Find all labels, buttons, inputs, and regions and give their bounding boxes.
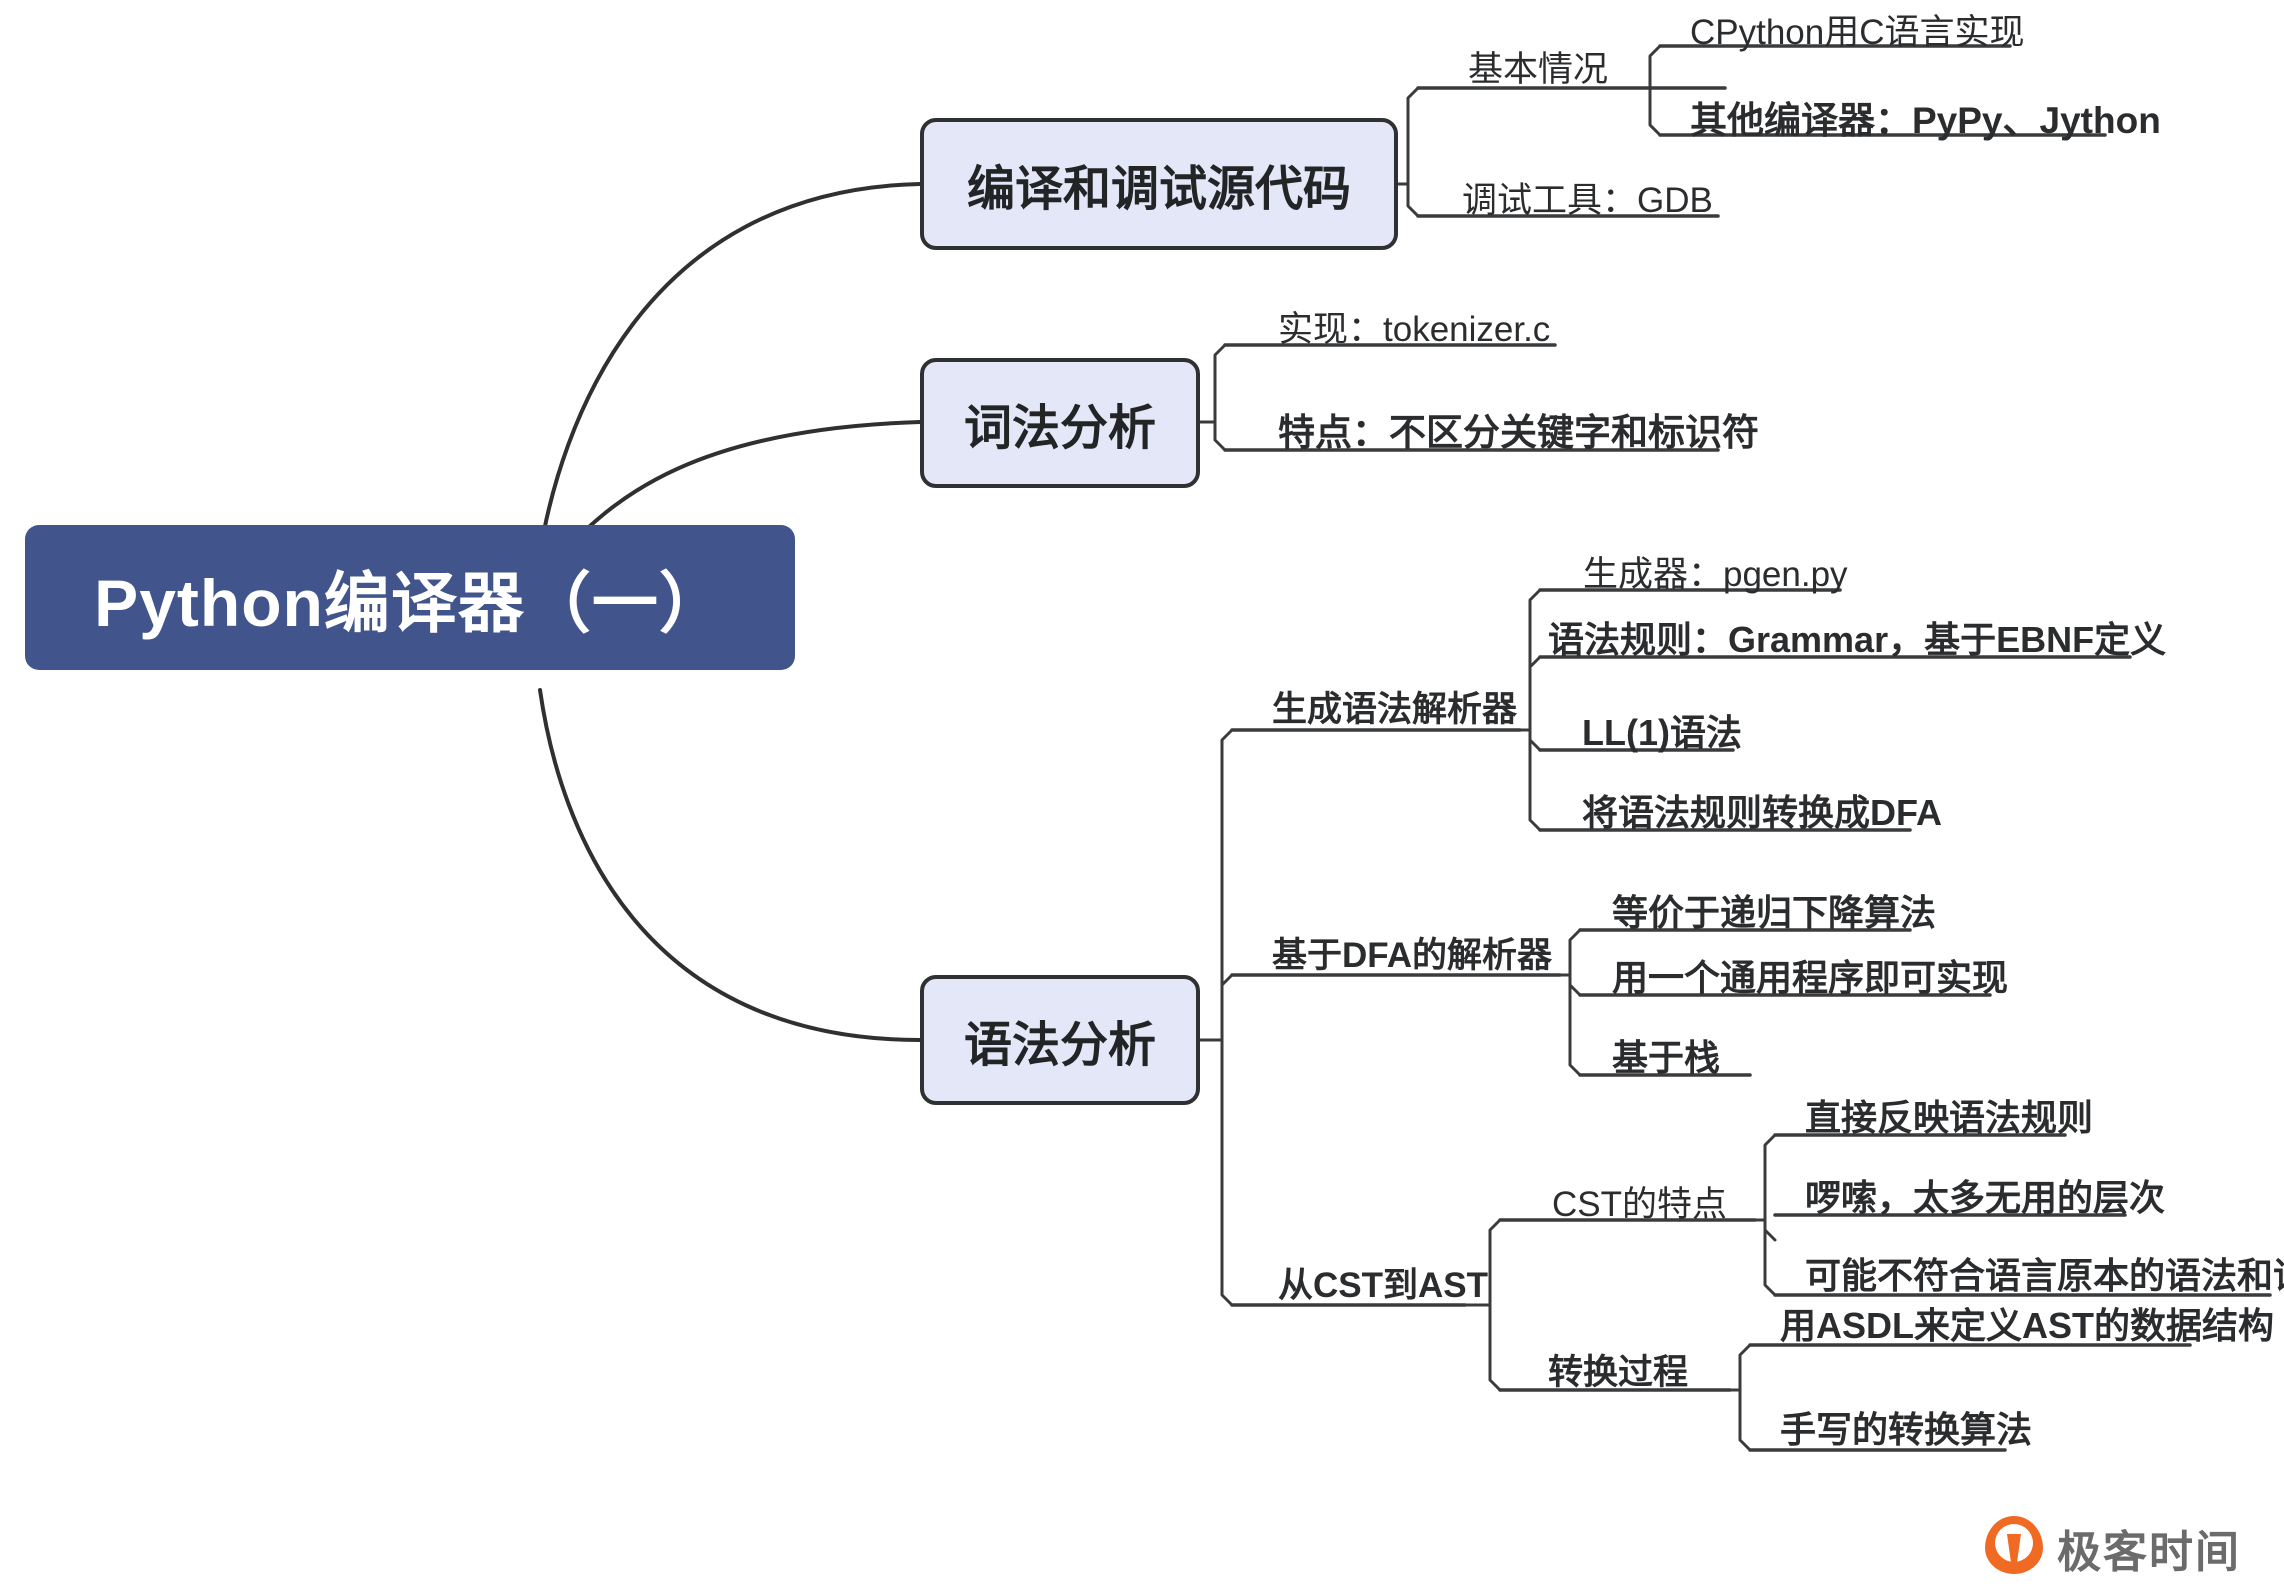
branch-node-compile-debug[interactable]: 编译和调试源代码	[920, 118, 1398, 250]
leaf-label-rules-to-dfa[interactable]: 将语法规则转换成DFA	[1582, 792, 1943, 833]
leaf-label-equiv-recursive-descent[interactable]: 等价于递归下降算法	[1612, 892, 1937, 933]
root-node[interactable]: Python编译器（一）	[25, 525, 795, 670]
leaf-label-verbose-layers[interactable]: 啰嗦，太多无用的层次	[1805, 1177, 2166, 1218]
edge-cst-fan-down	[1488, 1303, 1502, 1392]
edge-convert-fan-down	[1738, 1388, 1752, 1452]
edge-genparser-fan-4	[1528, 728, 1542, 832]
leaf-label-tokenizer[interactable]: 实现：tokenizer.c	[1278, 310, 1551, 349]
edge-root-to-compile	[538, 182, 922, 555]
branch-node-syntax-analysis[interactable]: 语法分析	[920, 975, 1200, 1105]
branch-node-lexical-analysis[interactable]: 词法分析	[920, 358, 1200, 488]
group-label-generate-parser[interactable]: 生成语法解析器	[1272, 690, 1518, 729]
brand-logo: 极客时间	[1985, 1516, 2241, 1580]
edge-basicinfo-branch2	[1648, 86, 1662, 137]
leaf-label-asdl-ast-structure[interactable]: 用ASDL来定义AST的数据结构	[1780, 1305, 2274, 1346]
edge-root-to-syntax	[538, 688, 922, 1042]
leaf-label-stack-based[interactable]: 基于栈	[1612, 1037, 1721, 1078]
leaf-label-grammar-ebnf[interactable]: 语法规则：Grammar，基于EBNF定义	[1548, 619, 2167, 660]
leaf-label-mismatch-grammar-semantics[interactable]: 可能不符合语言原本的语法和语义	[1805, 1255, 2284, 1296]
brand-wordmark: 极客时间	[2057, 1528, 2241, 1577]
leaf-label-reflect-grammar-rules[interactable]: 直接反映语法规则	[1805, 1097, 2094, 1138]
group-label-dfa-parser[interactable]: 基于DFA的解析器	[1272, 936, 1553, 975]
leaf-label-other-compilers[interactable]: 其他编译器：PyPy、Jython	[1690, 100, 2161, 141]
leaf-label-pgen-py[interactable]: 生成器：pgen.py	[1583, 555, 1848, 594]
leaf-label-generic-program[interactable]: 用一个通用程序即可实现	[1612, 957, 2009, 998]
edge-cstfeat-fan-3	[1763, 1218, 1777, 1297]
edge-dfa-fan-up	[1548, 928, 1582, 977]
group-label-cst-features[interactable]: CST的特点	[1552, 1185, 1728, 1224]
edge-compile-spine	[1396, 86, 1420, 186]
leaf-label-handwritten-conversion[interactable]: 手写的转换算法	[1780, 1409, 2033, 1450]
group-label-debug-tool-gdb[interactable]: 调试工具：GDB	[1462, 181, 1713, 220]
group-label-cst-to-ast[interactable]: 从CST到AST	[1278, 1266, 1489, 1305]
edge-syntax-spine	[1198, 728, 1234, 1042]
edge-cstfeat-fan-up	[1743, 1133, 1777, 1222]
edge-genparser-fan-2	[1528, 655, 1542, 732]
leaf-label-keyword-identifier[interactable]: 特点：不区分关键字和标识符	[1278, 412, 1759, 453]
edge-syntax-spine-low	[1220, 1038, 1234, 1307]
edge-basicinfo-branch	[1638, 44, 1662, 90]
edge-syntax-spine-mid	[1220, 973, 1234, 1042]
edge-dfa-fan-3	[1568, 973, 1582, 1077]
group-label-basic-info[interactable]: 基本情况	[1468, 50, 1609, 89]
geektime-drop-icon	[1985, 1516, 2043, 1580]
edge-cst-fan-up	[1453, 1218, 1502, 1307]
group-label-conversion-process[interactable]: 转换过程	[1548, 1353, 1689, 1392]
edge-convert-fan-up	[1718, 1343, 1752, 1392]
edge-lexical-spine2	[1213, 420, 1227, 452]
leaf-label-cpython-c[interactable]: CPython用C语言实现	[1690, 13, 2025, 52]
leaf-label-ll1-grammar[interactable]: LL(1)语法	[1582, 712, 1742, 753]
edge-compile-spine-lower	[1406, 182, 1420, 218]
edge-lexical-spine	[1198, 343, 1227, 424]
